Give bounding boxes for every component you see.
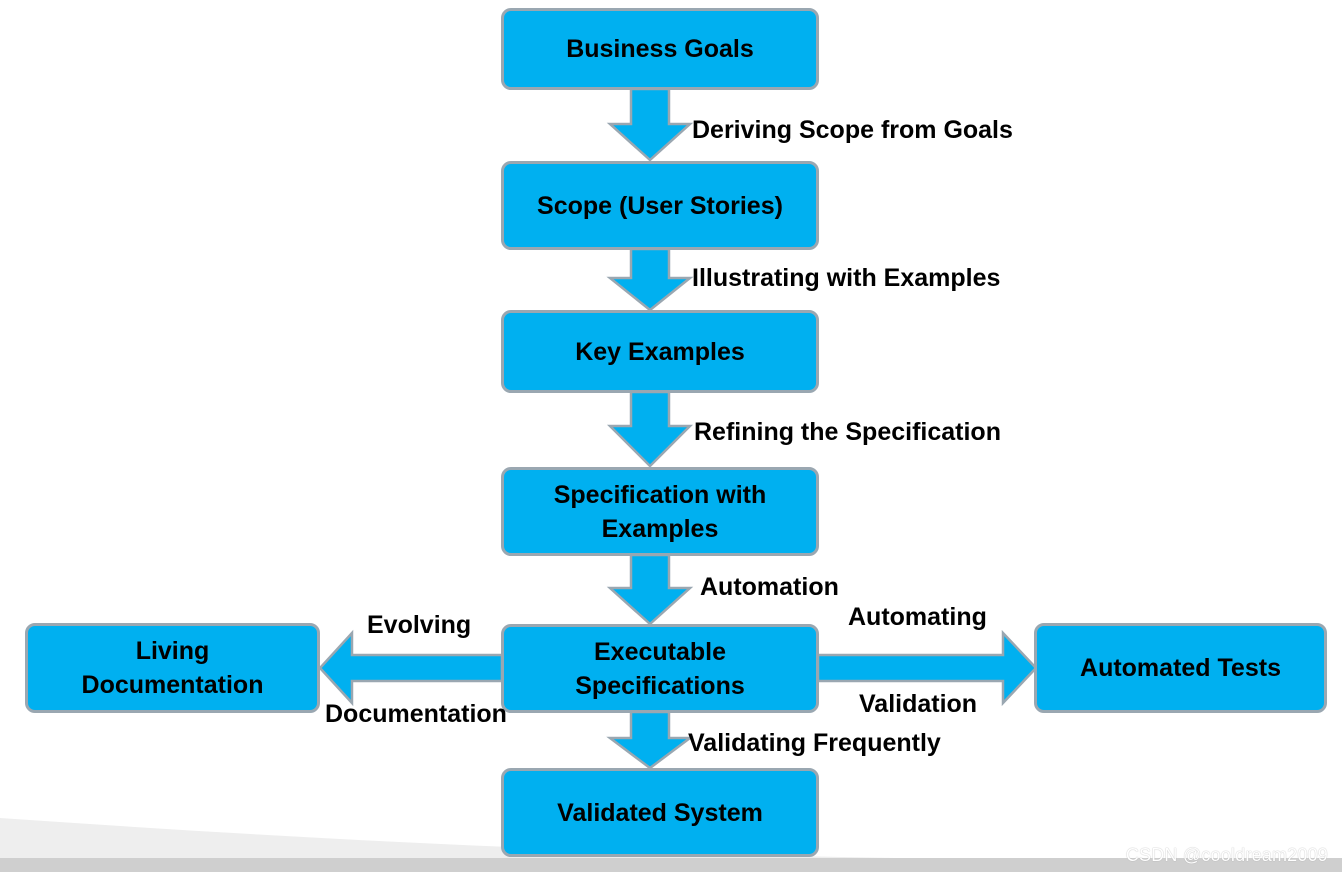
arrow-goals-to-scope bbox=[606, 87, 694, 162]
node-executable-specifications: Executable Specifications bbox=[501, 624, 819, 713]
node-business-goals-label: Business Goals bbox=[566, 35, 754, 63]
node-executable-label-line1: Executable bbox=[593, 637, 726, 666]
edge-label-automation: Automation bbox=[700, 573, 839, 601]
node-key-examples-label: Key Examples bbox=[575, 337, 745, 366]
node-executable-label-line2: Specifications bbox=[575, 671, 745, 700]
edge-label-validating: Validating Frequently bbox=[688, 729, 941, 757]
node-living-documentation: Living Documentation bbox=[25, 623, 320, 713]
node-validated-system: Validated System bbox=[501, 768, 819, 857]
edge-label-illustrating: Illustrating with Examples bbox=[692, 264, 1001, 292]
node-automated-tests-label: Automated Tests bbox=[1080, 654, 1281, 682]
node-validated-system-label: Validated System bbox=[557, 798, 763, 827]
node-specification-with-examples: Specification with Examples bbox=[501, 467, 819, 556]
edge-label-evolving: Evolving bbox=[367, 611, 472, 639]
arrow-executable-to-validated bbox=[606, 710, 694, 770]
node-scope: Scope (User Stories) bbox=[501, 161, 819, 250]
arrow-specification-to-executable bbox=[606, 553, 694, 626]
watermark: CSDN @cooldream2009 bbox=[1125, 845, 1328, 865]
arrow-executable-to-living-doc bbox=[318, 629, 504, 707]
arrow-examples-to-specification bbox=[606, 390, 694, 468]
node-key-examples: Key Examples bbox=[501, 310, 819, 393]
node-business-goals: Business Goals bbox=[501, 8, 819, 90]
arrow-executable-to-automated-tests bbox=[816, 629, 1038, 707]
edge-label-refining: Refining the Specification bbox=[694, 418, 1001, 446]
arrow-scope-to-examples bbox=[606, 247, 694, 312]
edge-label-deriving-scope: Deriving Scope from Goals bbox=[692, 116, 1013, 144]
node-scope-label: Scope (User Stories) bbox=[537, 191, 783, 220]
edge-label-validation: Validation bbox=[859, 690, 978, 718]
node-living-doc-label-line2: Documentation bbox=[81, 671, 264, 699]
node-automated-tests: Automated Tests bbox=[1034, 623, 1327, 713]
edge-label-documentation: Documentation bbox=[325, 700, 507, 728]
node-specification-label-line1: Specification with bbox=[553, 480, 767, 509]
node-living-doc-label-line1: Living bbox=[135, 637, 210, 665]
node-specification-label-line2: Examples bbox=[601, 514, 719, 543]
edge-label-automating: Automating bbox=[848, 603, 987, 631]
